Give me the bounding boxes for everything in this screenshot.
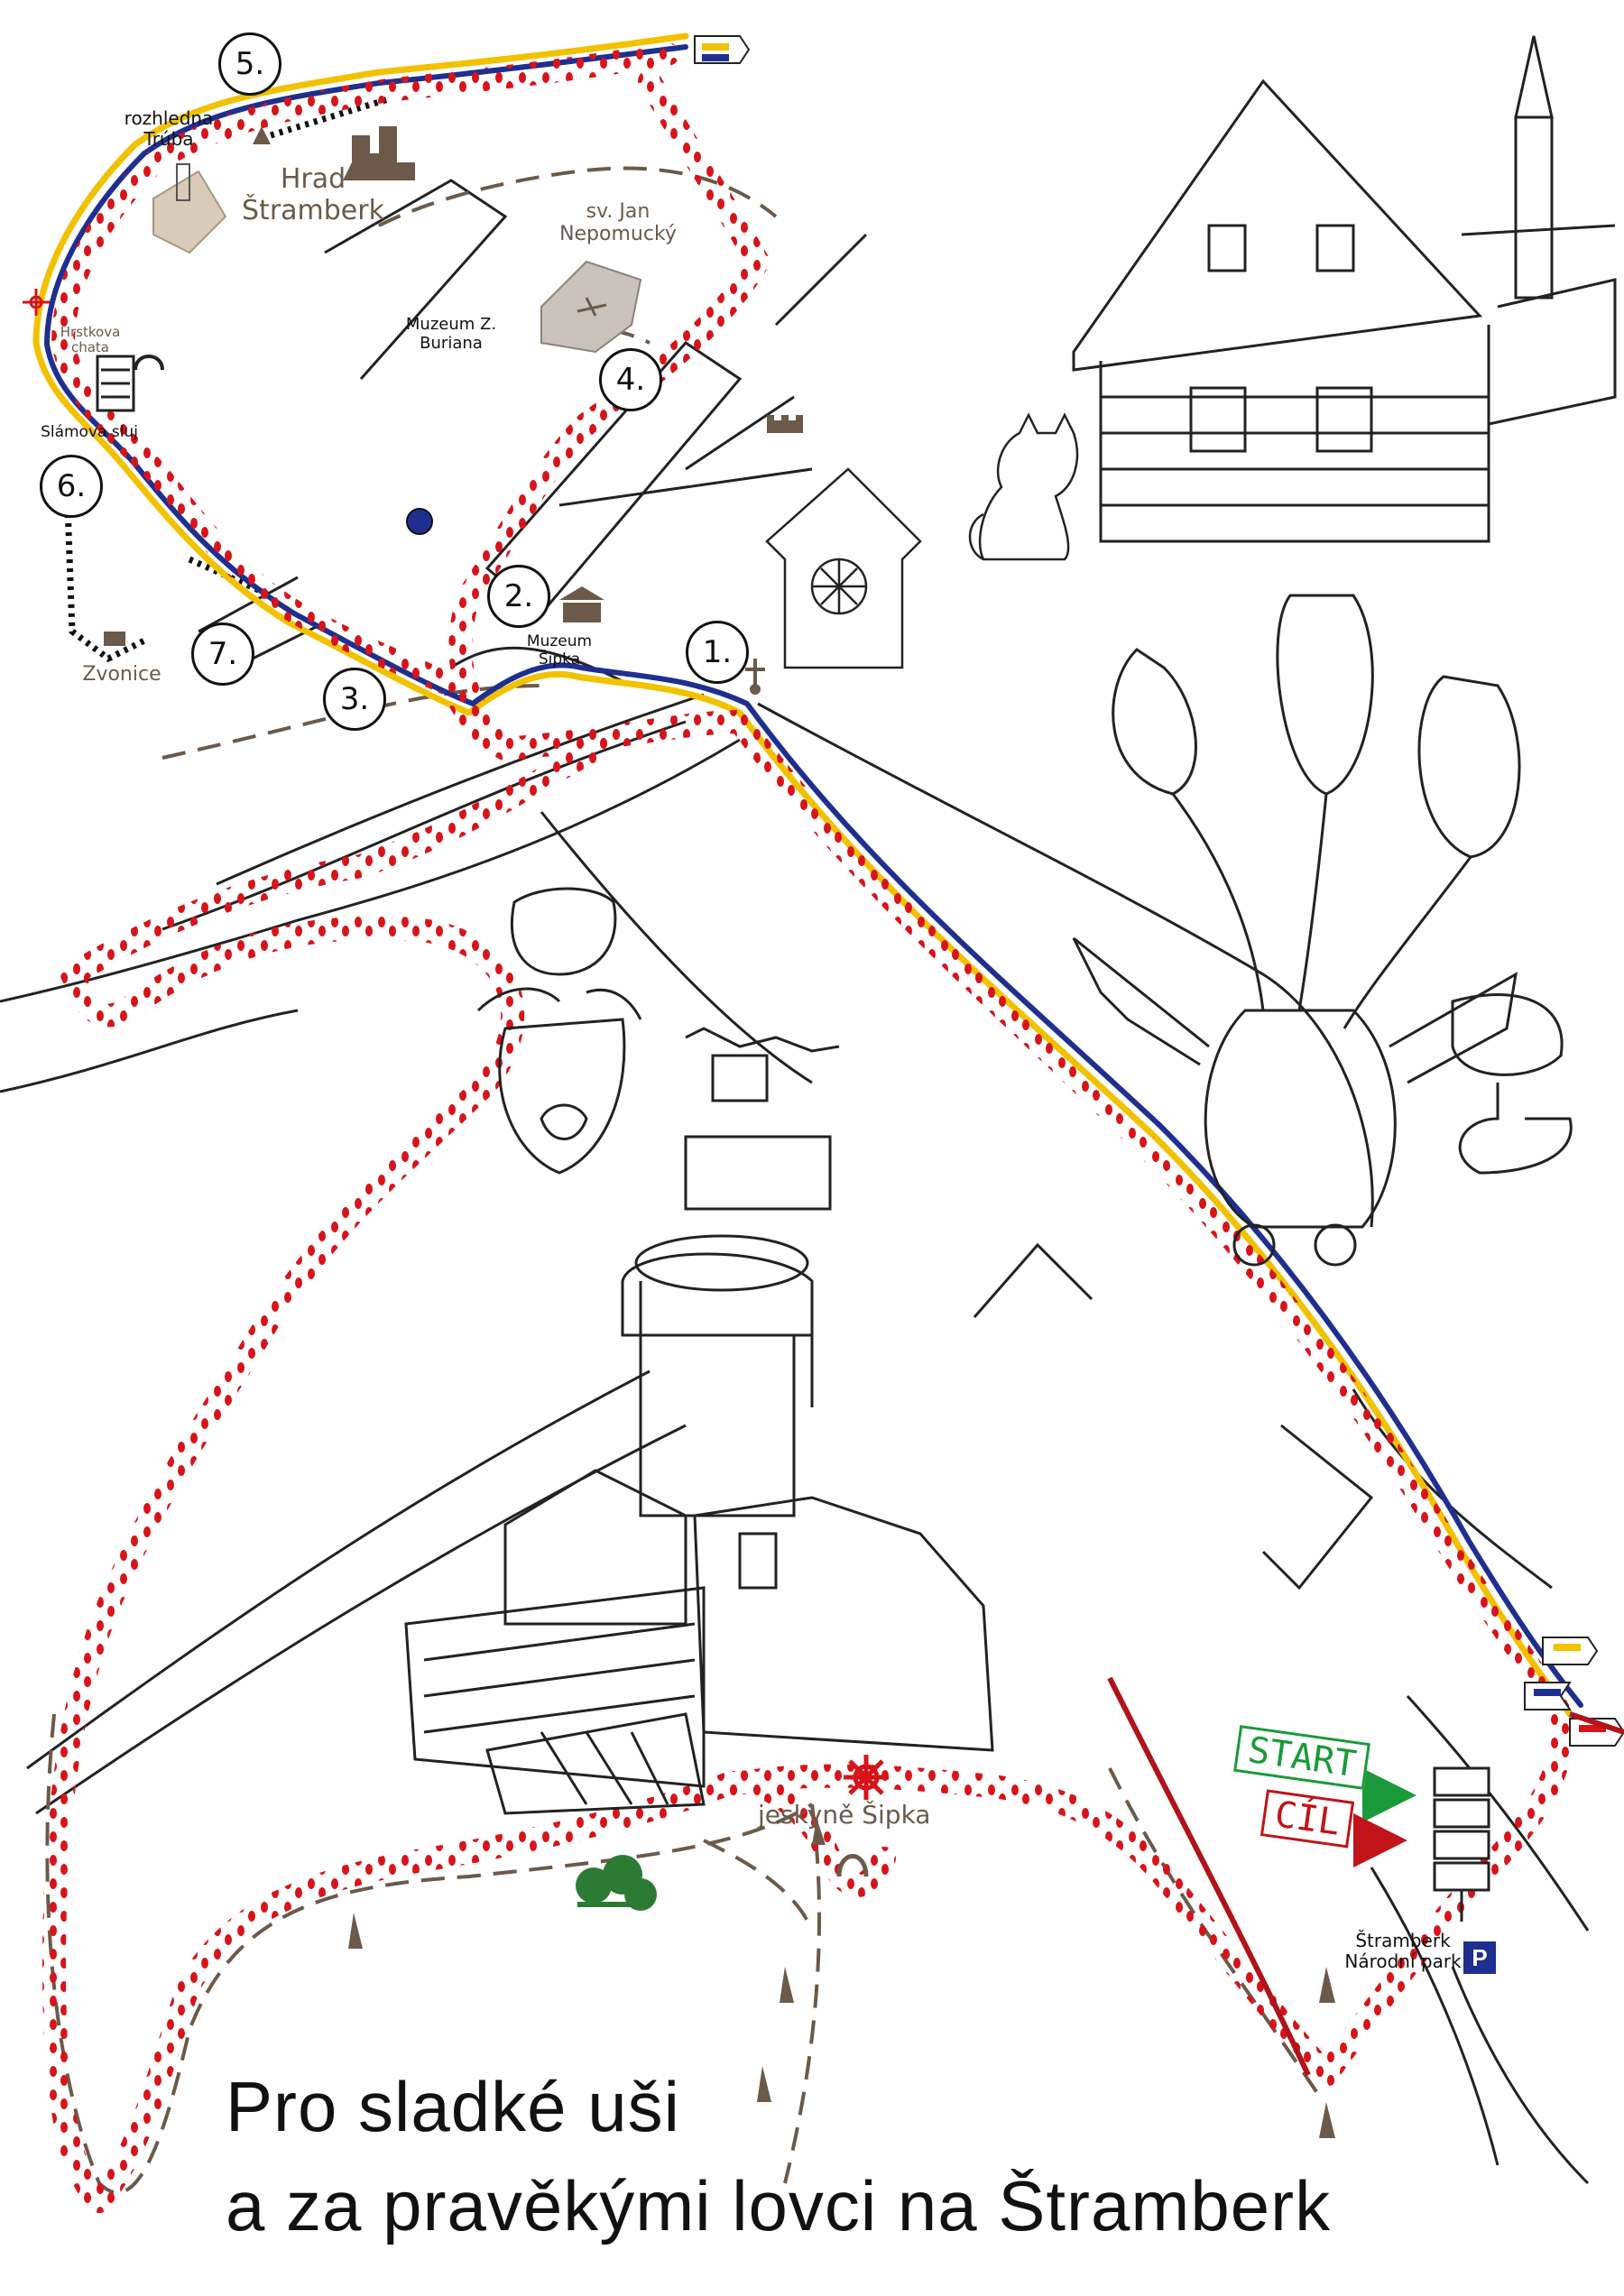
- marker-icon: [812, 1818, 826, 1845]
- footpaths: [45, 166, 1319, 2195]
- footprints: [60, 728, 625, 986]
- label-rozhledna: rozhledna Trúba: [124, 107, 214, 150]
- tree-icon: [576, 1855, 657, 1911]
- castle-shapes: [152, 170, 227, 254]
- marker-icon: [1319, 2102, 1335, 2138]
- title-line-2: a za pravěkými lovci na Štramberk: [226, 2166, 1332, 2245]
- street: [757, 702, 1374, 1228]
- rozhledna-icon: [176, 163, 190, 201]
- stop-4: 4.: [599, 348, 662, 411]
- street: [26, 1369, 651, 1770]
- sun-icon: [23, 289, 50, 316]
- marker-icon: [1319, 1967, 1335, 2003]
- sun-icon: [844, 1755, 889, 1800]
- cil-arrow: [1353, 1813, 1407, 1867]
- cave-icon: [836, 1854, 869, 1877]
- marker-icon: [348, 1913, 363, 1949]
- label-sv-jan: sv. Jan Nepomucký: [559, 200, 677, 246]
- coat-of-arms-illustration: [476, 887, 642, 1175]
- stop-6: 6.: [40, 455, 103, 518]
- hrad-ruins-icon: [343, 126, 415, 180]
- marker-icon: [780, 1967, 794, 2003]
- parking-sign: P: [1463, 1941, 1496, 1974]
- street: [1451, 1966, 1590, 2185]
- label-hrstkova: Hrstkova chata: [60, 324, 121, 356]
- street: [1261, 1424, 1374, 1591]
- label-zvonice: Zvonice: [82, 663, 161, 686]
- footpath: [783, 1803, 822, 2184]
- footprint-route: [42, 42, 1574, 2213]
- chapel-illustration: [765, 467, 922, 669]
- marker-icon: [757, 2066, 771, 2102]
- footprints: [494, 710, 1574, 2087]
- narodni-park-signpost: [1433, 1766, 1490, 1922]
- railway-line: [1569, 1711, 1624, 1735]
- zvonice-icon: [104, 632, 125, 646]
- footprints: [448, 69, 770, 761]
- footprints: [51, 42, 679, 761]
- street: [558, 233, 868, 507]
- street: [540, 811, 813, 1084]
- streets: [0, 179, 1590, 2185]
- label-hrad: Hrad Štramberk: [242, 163, 384, 226]
- trail-flag-icon: [694, 35, 751, 64]
- cat-illustration: [968, 412, 1079, 561]
- footprints: [710, 1770, 896, 1897]
- stop-1: 1.: [686, 621, 749, 684]
- label-slamova: Slámova sluj: [41, 423, 138, 441]
- church-cross: [577, 297, 607, 317]
- dotted-path: [64, 504, 146, 663]
- street: [0, 1009, 299, 1093]
- cross-icon: [753, 659, 757, 686]
- label-narodni-park: Štramberk Národní park: [1344, 1930, 1462, 1972]
- street: [216, 693, 705, 886]
- title-line-1: Pro sladké uši: [226, 2067, 680, 2146]
- info-sign-icon: [406, 508, 433, 535]
- label-muzeum-burian: Muzeum Z. Buriana: [405, 315, 497, 353]
- street: [1370, 1867, 1499, 2166]
- timber-house-illustration: [1072, 35, 1617, 543]
- trail-yellow: [32, 32, 1573, 1718]
- stop-2: 2.: [487, 565, 550, 628]
- truba-tower-illustration: [404, 1027, 994, 1815]
- start-arrow: [1362, 1768, 1416, 1822]
- street: [973, 1242, 1093, 1318]
- fortress-icon: [767, 415, 803, 433]
- poi-icons: [104, 126, 1335, 2138]
- footpath: [703, 1839, 814, 1932]
- stop-5: 5.: [218, 32, 281, 96]
- museum-icon: [559, 586, 604, 622]
- label-jeskyne: jeskyně Šipka: [758, 1800, 931, 1830]
- railway-line: [1107, 1676, 1311, 2077]
- stop-3: 3.: [323, 668, 386, 731]
- cave-icon: [134, 355, 164, 371]
- label-muzeum-sipka: Muzeum Šipka: [526, 632, 593, 669]
- street: [0, 738, 741, 1003]
- footprints: [42, 916, 734, 2213]
- street: [35, 1424, 687, 1815]
- tent-icon: [253, 126, 271, 144]
- street: [324, 179, 508, 380]
- stop-7: 7.: [191, 622, 254, 686]
- dragon-illustration: [1072, 594, 1573, 1267]
